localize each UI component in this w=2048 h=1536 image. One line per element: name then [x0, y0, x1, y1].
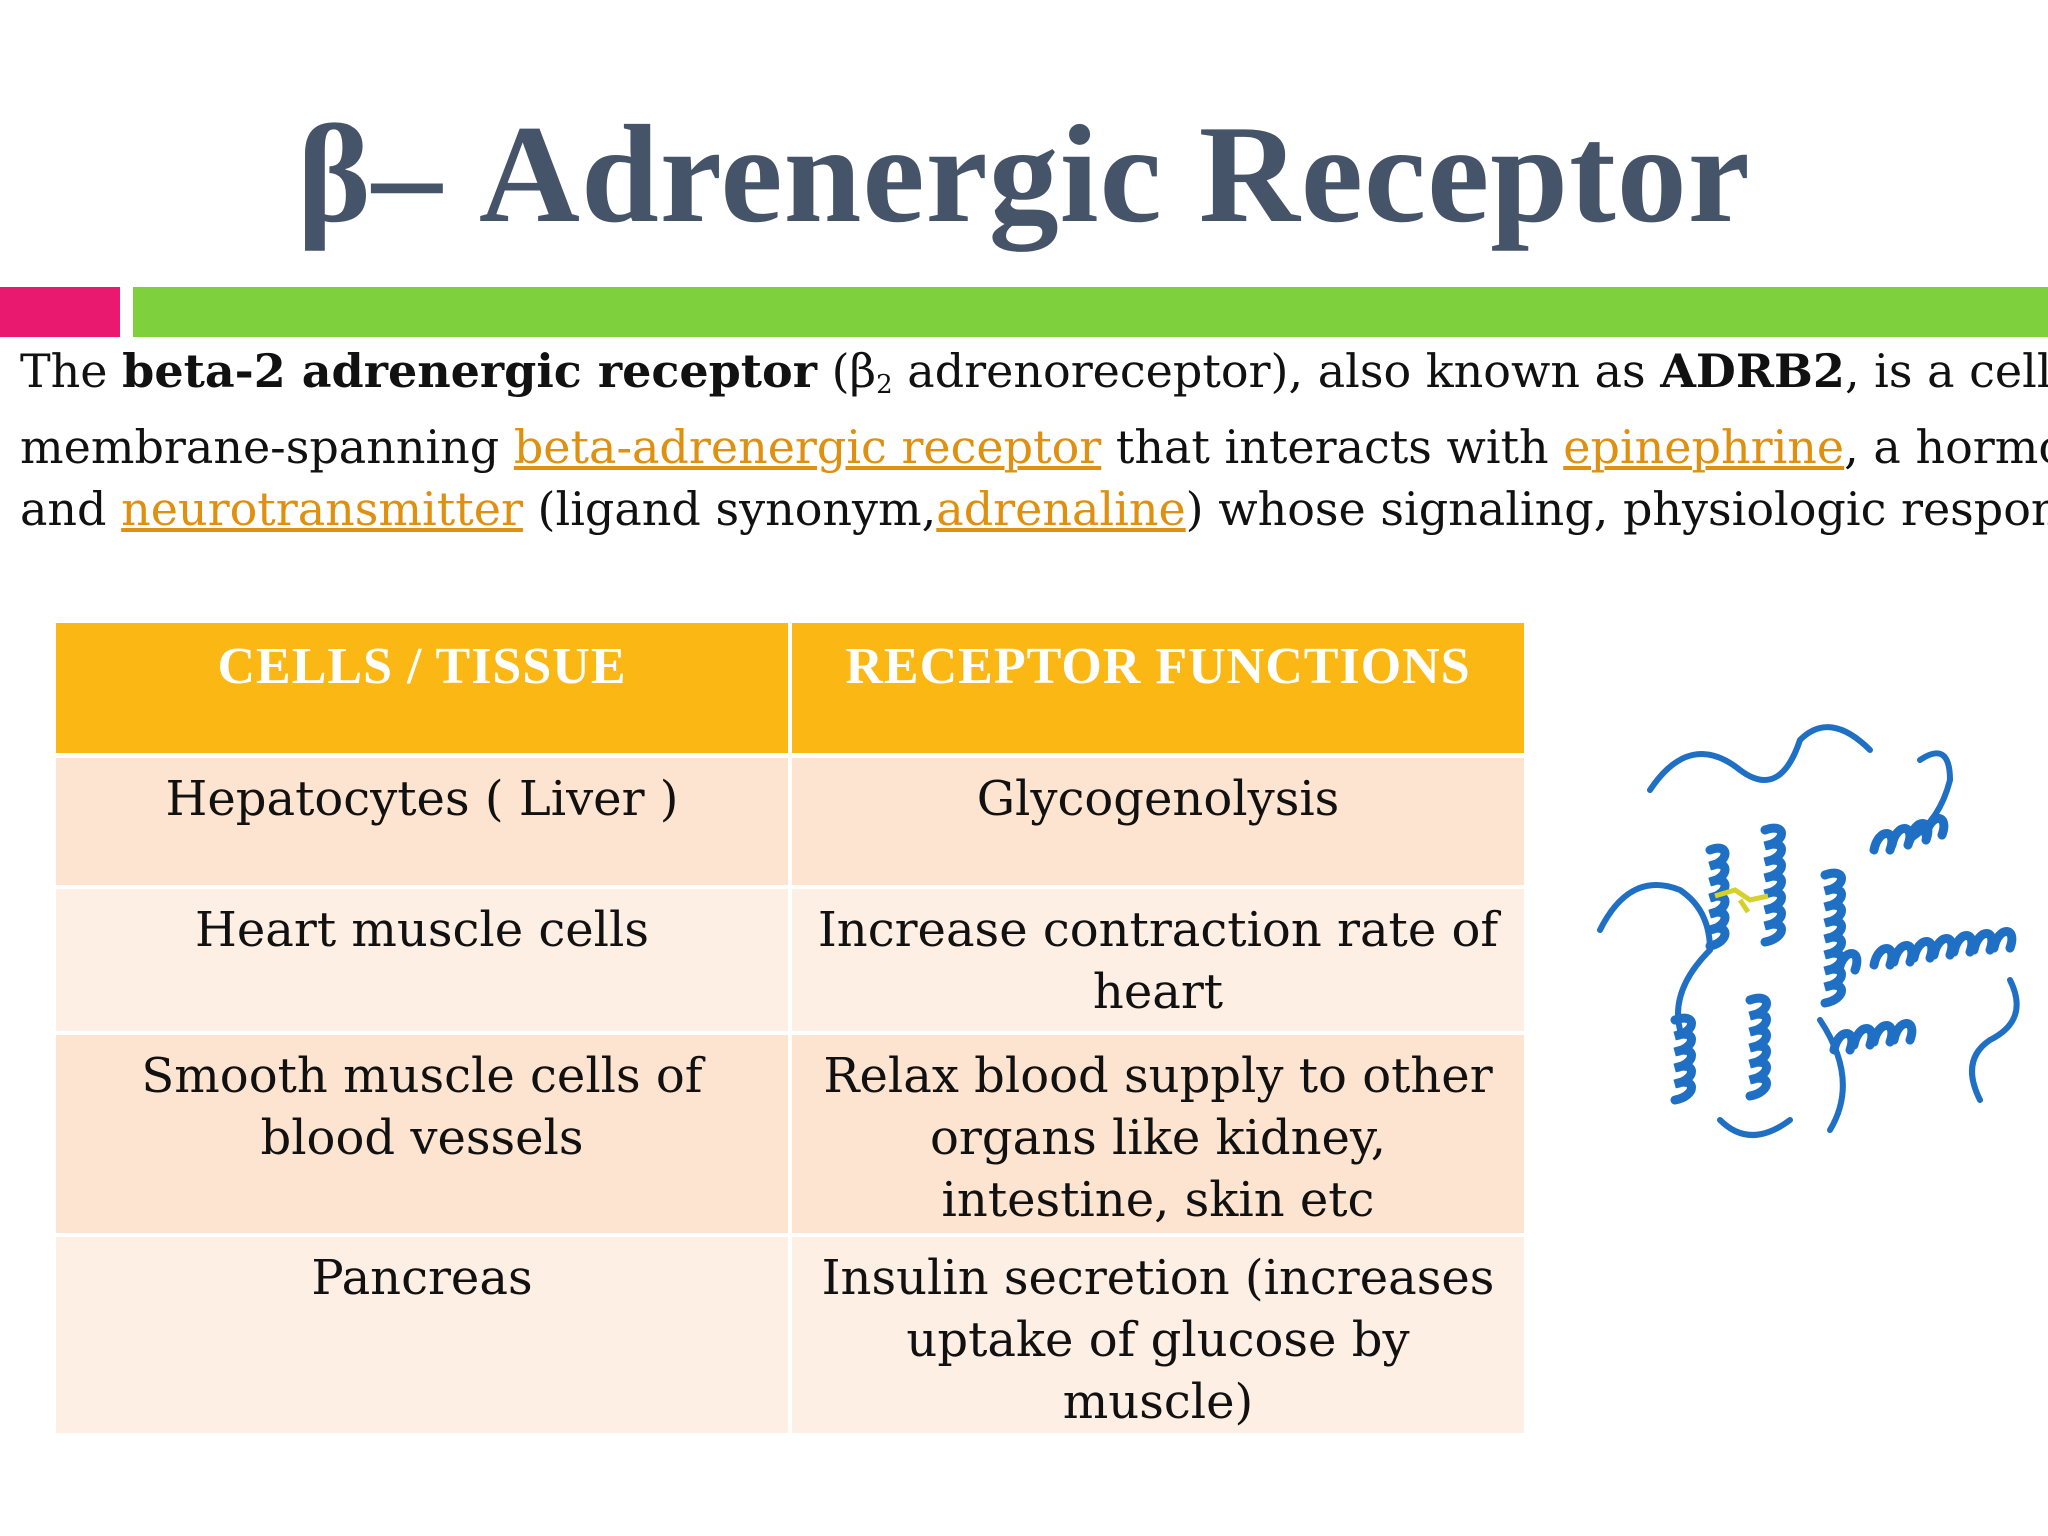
intro-text: The: [20, 344, 123, 398]
intro-text: ) whose signaling, physiologic responses: [1185, 482, 2048, 536]
cell-tissue: Heart muscle cells: [56, 887, 792, 1035]
subscript-2: 2: [876, 370, 893, 400]
intro-text: that interacts with: [1101, 420, 1564, 474]
intro-paragraph: The beta-2 adrenergic receptor (β2 adren…: [20, 340, 2048, 540]
intro-line-3: and neurotransmitter (ligand synonym,adr…: [20, 478, 2048, 540]
link-neurotransmitter[interactable]: neurotransmitter: [121, 482, 523, 536]
intro-text: membrane-spanning: [20, 420, 514, 474]
table-row: Heart muscle cells Increase contraction …: [56, 887, 1524, 1035]
intro-line-2: membrane-spanning beta-adrenergic recept…: [20, 416, 2048, 478]
term-beta2-receptor: beta-2 adrenergic receptor: [122, 344, 817, 398]
accent-bar-green: [133, 287, 2048, 337]
protein-structure-image: [1590, 700, 2040, 1170]
intro-text: , is a cell: [1844, 344, 2048, 398]
intro-text: and: [20, 482, 122, 536]
table-row: Smooth muscle cells of blood vessels Rel…: [56, 1033, 1524, 1237]
link-epinephrine[interactable]: epinephrine: [1563, 420, 1845, 474]
cell-function: Insulin secretion (increases uptake of g…: [790, 1235, 1524, 1437]
table-row: Hepatocytes ( Liver ) Glycogenolysis: [56, 755, 1524, 889]
cell-function: Relax blood supply to other organs like …: [790, 1033, 1524, 1237]
cell-tissue: Hepatocytes ( Liver ): [56, 755, 792, 889]
intro-text: , a hormone: [1844, 420, 2048, 474]
slide-title: β– Adrenergic Receptor: [297, 97, 1751, 252]
cell-function: Glycogenolysis: [790, 755, 1524, 889]
header-cells-tissue: CELLS / TISSUE: [56, 623, 792, 758]
intro-line-1: The beta-2 adrenergic receptor (β2 adren…: [20, 340, 2048, 416]
link-adrenaline[interactable]: adrenaline: [936, 482, 1186, 536]
intro-text: adrenoreceptor), also known as: [892, 344, 1661, 398]
cell-tissue: Smooth muscle cells of blood vessels: [56, 1033, 792, 1237]
table-row: Pancreas Insulin secretion (increases up…: [56, 1235, 1524, 1437]
term-adrb2: ADRB2: [1660, 344, 1845, 398]
accent-bar-pink: [0, 287, 120, 337]
table-header-row: CELLS / TISSUE RECEPTOR FUNCTIONS: [56, 623, 1524, 758]
intro-text: (β: [816, 344, 877, 398]
header-receptor-functions: RECEPTOR FUNCTIONS: [790, 623, 1524, 758]
link-beta-adrenergic-receptor[interactable]: beta-adrenergic receptor: [513, 420, 1102, 474]
cell-function: Increase contraction rate of heart: [790, 887, 1524, 1035]
receptor-table: CELLS / TISSUE RECEPTOR FUNCTIONS Hepato…: [56, 623, 1524, 1437]
cell-tissue: Pancreas: [56, 1235, 792, 1437]
intro-text: (ligand synonym,: [522, 482, 937, 536]
protein-structure-icon: [1597, 724, 2020, 1138]
